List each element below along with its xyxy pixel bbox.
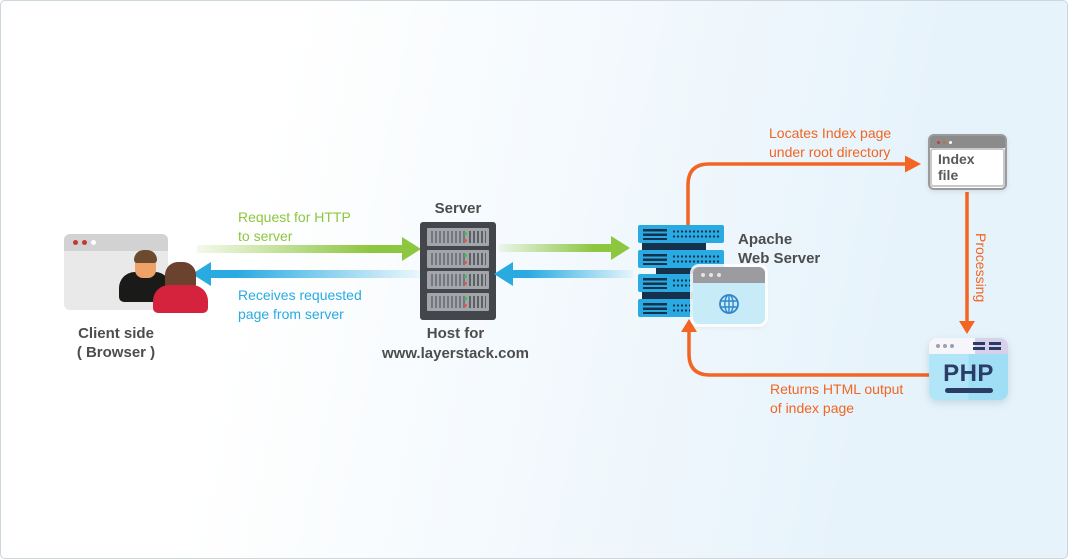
client-label-line1: Client side	[78, 325, 154, 342]
locate-index-line1: Locates Index page	[769, 125, 892, 141]
man-head	[133, 250, 157, 278]
globe-icon	[693, 283, 765, 324]
window-dot-icon	[82, 240, 87, 245]
return-html-line2: of index page	[770, 400, 855, 416]
processing-label: Processing	[973, 233, 989, 303]
http-response-line1: Receives requested	[238, 287, 362, 303]
locate-index-path	[686, 162, 905, 232]
window-dot-icon	[943, 140, 946, 144]
index-file-label: Index file	[930, 147, 1005, 187]
apache-rack-unit	[638, 249, 724, 268]
request-arrow-head	[402, 237, 421, 261]
php-underline	[944, 387, 993, 393]
locate-index-label: Locates Index page under root directory	[769, 124, 891, 162]
http-request-line1: Request for HTTP	[238, 209, 351, 225]
apache-label-line2: Web Server	[738, 250, 821, 267]
http-request-line2: to server	[238, 228, 293, 244]
server-rack-unit	[427, 228, 489, 246]
http-request-label: Request for HTTP to server	[238, 208, 351, 246]
woman-icon	[153, 262, 208, 313]
apache-browser-titlebar	[693, 267, 765, 283]
apache-rack-connector	[642, 243, 706, 250]
window-dot-icon	[936, 344, 940, 348]
apache-rack-gap	[638, 243, 724, 250]
return-html-path	[687, 331, 930, 377]
php-body: PHP	[929, 354, 1008, 400]
apache-rack-connector	[642, 292, 706, 299]
window-dot-icon	[949, 140, 952, 144]
apache-label-line1: Apache	[738, 231, 793, 248]
client-label-line2: ( Browser )	[76, 344, 156, 361]
apache-to-server-arrow-line	[513, 270, 633, 278]
apache-rack-gap	[638, 292, 724, 299]
locate-index-arrowhead	[905, 155, 921, 173]
window-dot-icon	[73, 240, 78, 245]
php-icon: PHP	[929, 338, 1008, 400]
server-rack-icon	[420, 222, 496, 320]
request-arrow-line	[197, 245, 403, 253]
window-dot-icon	[709, 273, 713, 277]
server-rack-unit	[427, 249, 489, 268]
return-html-label: Returns HTML output of index page	[770, 380, 903, 418]
apache-rack-connector	[656, 267, 720, 275]
server-subtitle-line2: www.layerstack.com	[381, 345, 530, 362]
php-titlebar	[929, 338, 1008, 354]
window-dot-icon	[943, 344, 947, 348]
window-dot-icon	[937, 140, 940, 144]
server-rack-unit	[427, 271, 489, 290]
processing-arrowhead	[959, 321, 975, 334]
server-rack-unit	[427, 292, 489, 311]
index-file-body: Index file	[930, 147, 1005, 187]
window-dot-icon	[950, 344, 954, 348]
woman-body	[153, 285, 208, 313]
client-browser-titlebar	[64, 234, 168, 251]
http-response-line2: page from server	[238, 306, 344, 322]
locate-index-line2: under root directory	[769, 144, 891, 160]
index-file-window: Index file	[928, 134, 1007, 190]
server-to-apache-arrow-line	[499, 244, 612, 252]
apache-to-server-arrow-head	[494, 262, 513, 286]
return-html-line1: Returns HTML output	[770, 381, 904, 397]
response-arrow-line	[211, 270, 423, 278]
users-icon	[119, 250, 214, 323]
globe-svg	[719, 293, 739, 314]
php-label: PHP	[943, 359, 994, 387]
http-response-label: Receives requested page from server	[238, 286, 362, 324]
window-dot-icon	[701, 273, 705, 277]
response-arrow-head	[192, 262, 211, 286]
window-dot-icon	[717, 273, 721, 277]
index-file-titlebar	[930, 136, 1005, 148]
server-to-apache-arrow-head	[611, 236, 630, 260]
client-label: Client side ( Browser )	[56, 324, 176, 362]
apache-label: Apache Web Server	[738, 230, 820, 268]
apache-rack-unit	[638, 225, 724, 243]
window-dot-icon	[91, 240, 96, 245]
apache-browser-window	[693, 267, 765, 324]
man-hair	[133, 250, 157, 263]
server-subtitle-line1: Host for	[426, 325, 485, 342]
server-title: Server	[434, 200, 482, 217]
server-subtitle: Host for www.layerstack.com	[373, 324, 538, 364]
apache-rack-gap	[638, 267, 724, 275]
